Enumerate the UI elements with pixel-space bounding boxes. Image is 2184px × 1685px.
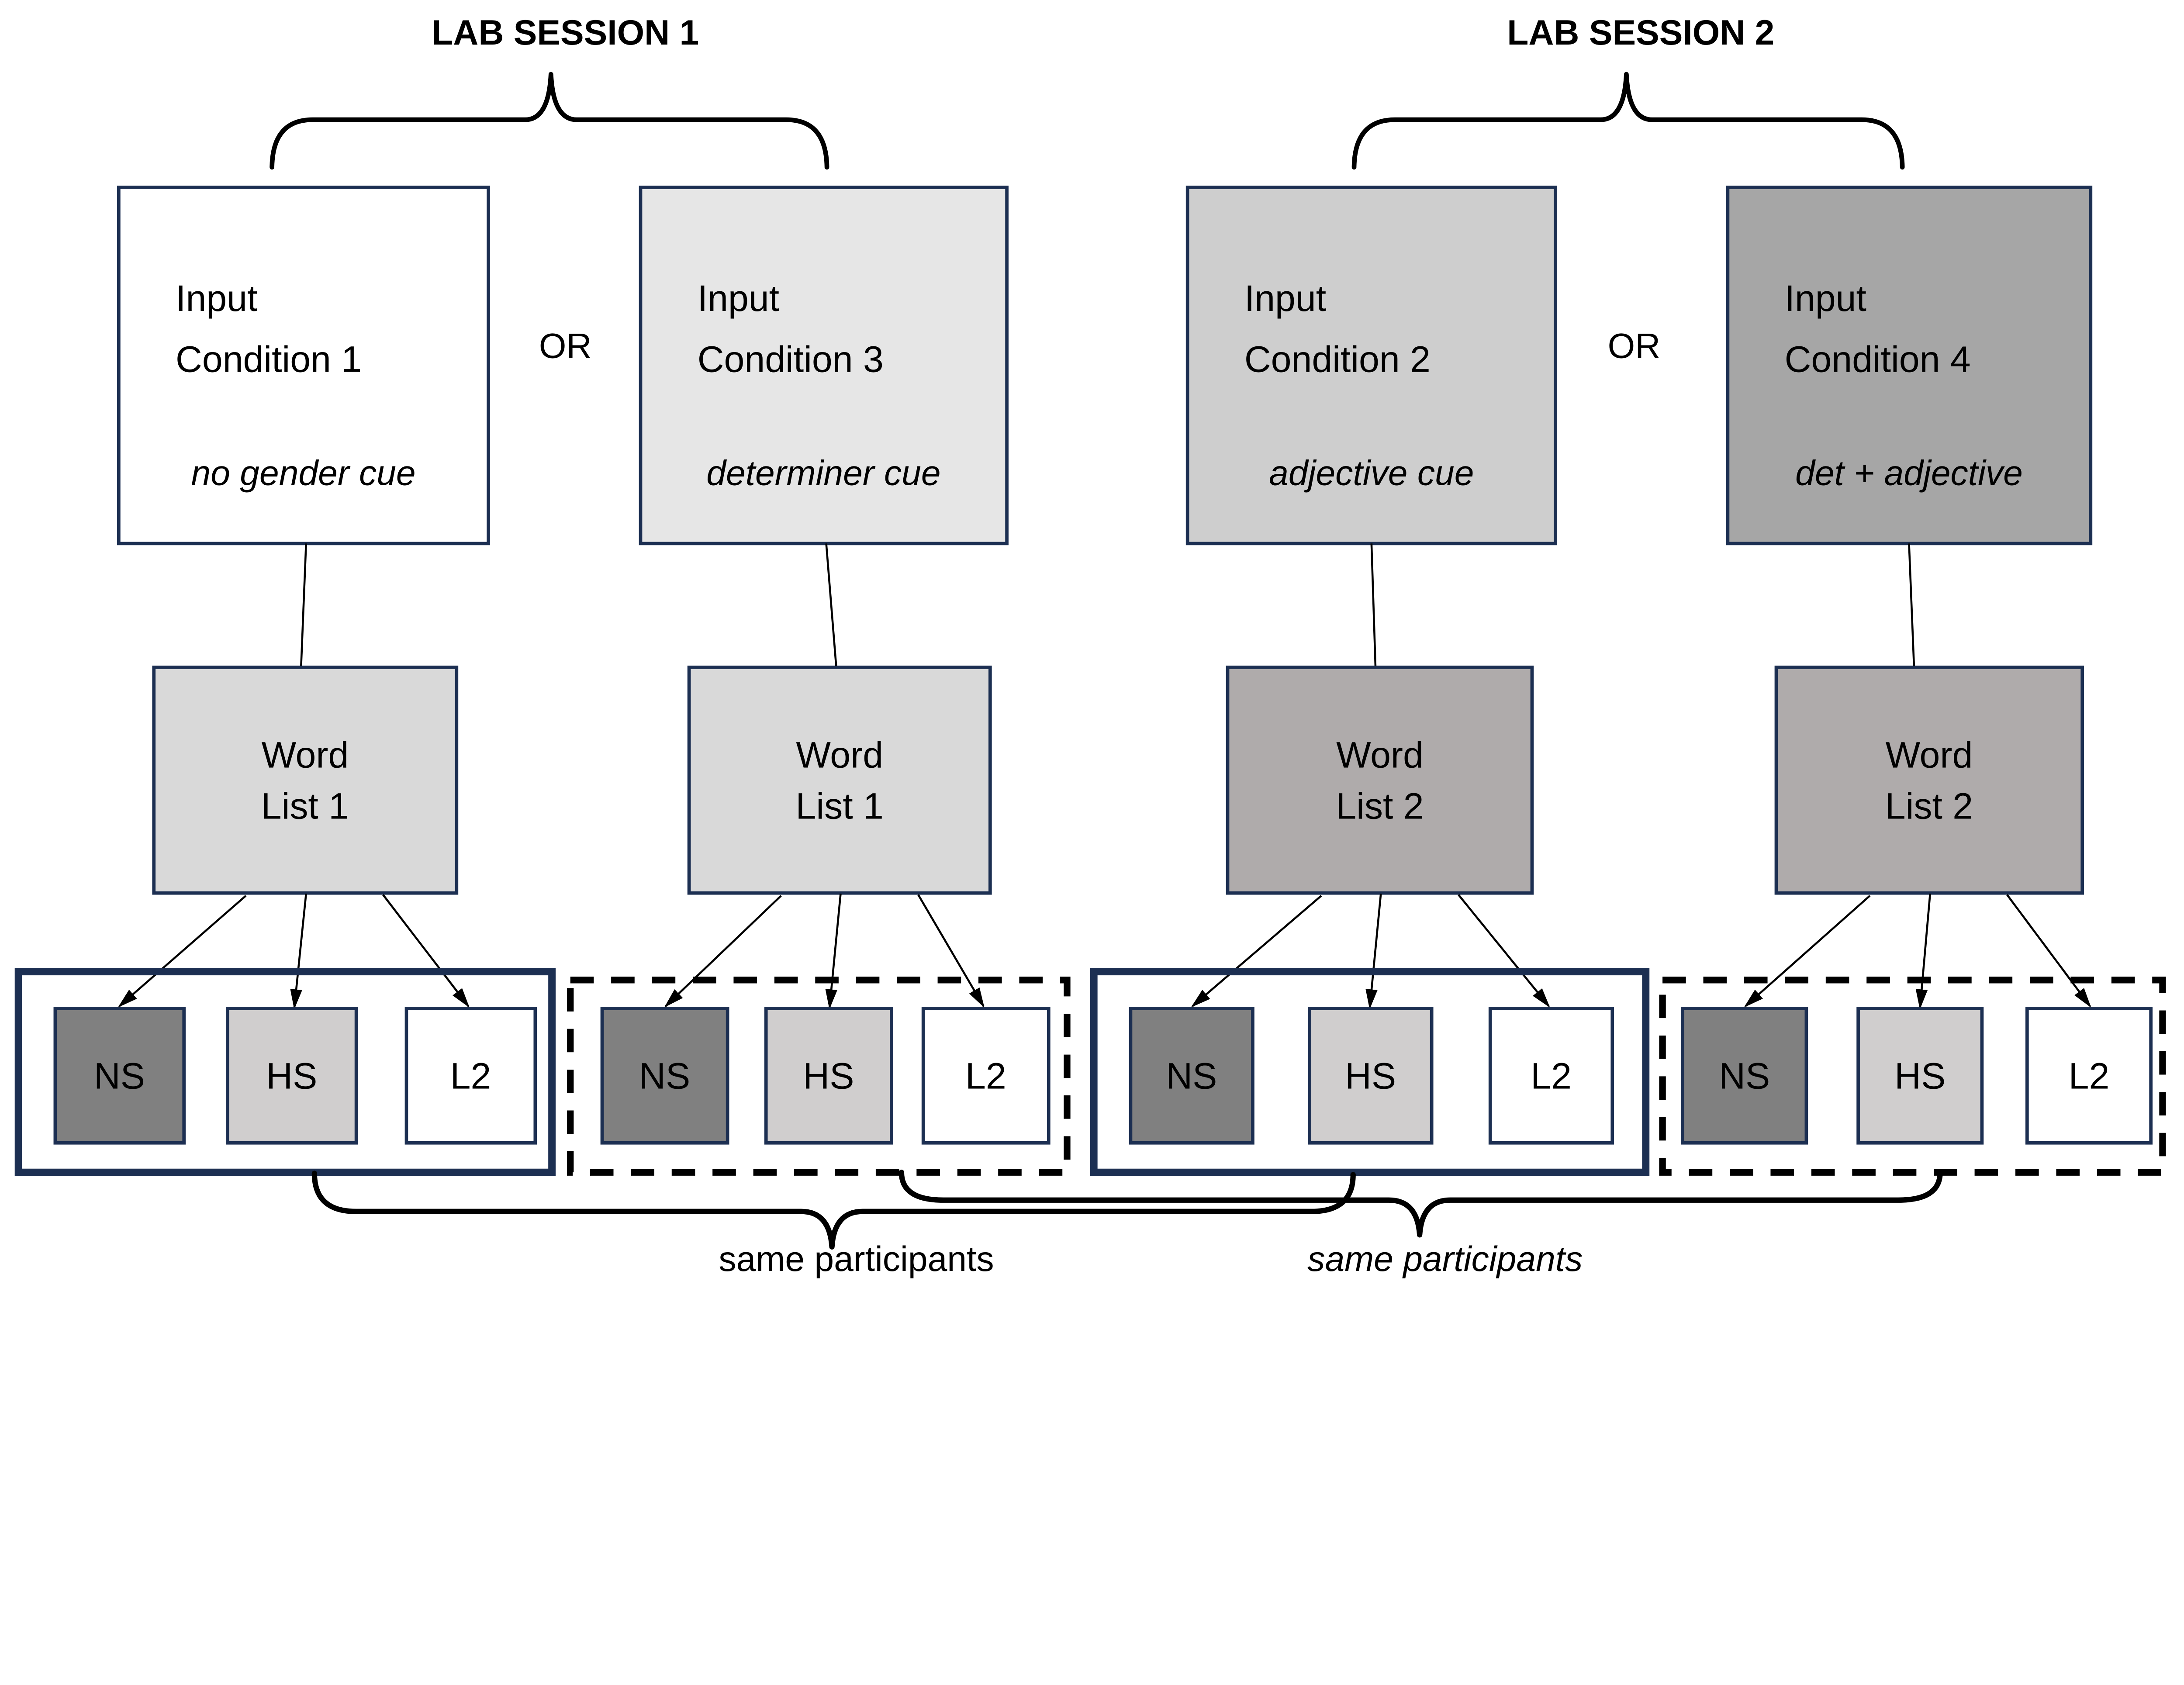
l2-label-group4: L2 [2069,1056,2110,1097]
ns-label-group1: NS [94,1056,145,1097]
arrow-wordlist2a-hs [1365,894,1382,1010]
word-list-1b-arrows [664,894,985,1010]
arrow-wordlist2b-hs [1915,894,1932,1010]
arrow-wordlist1b-hs [825,894,842,1010]
word-list-2a-label-line1: Word [1336,735,1424,776]
l2-label-group1: L2 [450,1056,491,1097]
experiment-design-diagram: LAB SESSION 1 LAB SESSION 2 Input Condit… [14,13,2166,1279]
hs-box-group2 [764,1007,893,1145]
l2-box-group1 [404,1007,537,1145]
participant-group-4-dashed [1659,977,2166,1176]
input-condition-3-box [639,186,1009,546]
same-participants-bracket-solid-groups [311,1171,1356,1250]
arrow-wordlist2a-ns [1191,895,1322,1008]
input-condition-1-cue: no gender cue [191,453,416,493]
participant-group-1-solid [14,968,556,1176]
or-separator-2: OR [1608,326,1661,366]
input-condition-2-label-line2: Condition 2 [1244,339,1431,380]
input-condition-1-box [117,186,490,546]
word-list-1b-label-line2: List 1 [796,786,884,827]
arrow-wordlist1b-l2 [917,894,985,1008]
ns-box-group4 [1681,1007,1808,1145]
hs-label-group2: HS [803,1056,854,1097]
word-list-1a-arrows [117,894,470,1010]
lab-session-1-title: LAB SESSION 1 [432,13,699,52]
arrow-wordlist2b-ns [1744,895,1871,1008]
input-condition-1-label-line1: Input [176,278,257,319]
connector-condition3-wordlist1b [825,543,837,667]
word-list-2b-label-line1: Word [1886,735,1973,776]
input-condition-2-box [1185,186,1557,546]
connector-condition2-wordlist2a [1370,543,1377,667]
arrow-wordlist2a-l2 [1458,894,1550,1008]
word-list-1a-label-line1: Word [262,735,349,776]
ns-label-group3: NS [1166,1056,1217,1097]
hs-box-group1 [225,1007,358,1145]
input-condition-1-label-line2: Condition 1 [176,339,362,380]
input-condition-4-cue: det + adjective [1795,453,2023,493]
ns-label-group2: NS [639,1056,690,1097]
word-list-2a-arrows [1191,894,1550,1010]
arrow-wordlist1a-l2 [382,894,470,1008]
l2-label-group2: L2 [965,1056,1006,1097]
hs-box-group4 [1856,1007,1984,1145]
word-list-2b-label-line2: List 2 [1885,786,1973,827]
ns-box-group1 [53,1007,186,1145]
input-condition-3-label-line1: Input [698,278,779,319]
input-condition-3-cue: determiner cue [706,453,940,493]
same-participants-bracket-dashed-groups [898,1170,1943,1238]
word-list-2b-arrows [1744,894,2091,1010]
same-participants-label-2: same participants [1307,1240,1583,1279]
hs-label-group4: HS [1894,1056,1946,1097]
l2-box-group2 [921,1007,1051,1145]
connector-condition4-wordlist2b [1908,543,1915,667]
l2-label-group3: L2 [1531,1056,1572,1097]
word-list-2b-box [1774,665,2084,895]
ns-box-group3 [1129,1007,1254,1145]
word-list-2a-label-line2: List 2 [1336,786,1424,827]
l2-box-group3 [1488,1007,1614,1145]
hs-label-group1: HS [266,1056,317,1097]
hs-box-group3 [1308,1007,1434,1145]
word-list-2a-box [1226,665,1534,895]
word-list-1a-box [152,665,459,895]
l2-box-group4 [2025,1007,2153,1145]
lab-session-2-title: LAB SESSION 2 [1507,13,1774,52]
input-condition-4-label-line2: Condition 4 [1785,339,1971,380]
input-condition-4-box [1726,186,2093,546]
ns-box-group2 [600,1007,729,1145]
arrow-wordlist2b-l2 [2006,894,2091,1008]
input-condition-2-label-line1: Input [1244,278,1326,319]
participant-group-2-dashed [567,977,1071,1176]
or-separator-1: OR [539,326,592,366]
lab-session-1-brace [270,72,829,170]
ns-label-group4: NS [1719,1056,1770,1097]
input-condition-3-label-line2: Condition 3 [698,339,884,380]
word-list-1a-label-line2: List 1 [261,786,349,827]
arrow-wordlist1a-ns [117,895,247,1008]
arrow-wordlist1b-ns [664,895,782,1008]
same-participants-label-1: same participants [719,1240,994,1279]
connector-condition1-wordlist1a [300,543,308,667]
hs-label-group3: HS [1345,1056,1396,1097]
word-list-1b-box [687,665,992,895]
input-condition-4-label-line1: Input [1785,278,1866,319]
input-condition-2-cue: adjective cue [1269,453,1474,493]
arrow-wordlist1a-hs [290,894,308,1010]
lab-session-2-brace [1351,72,1905,170]
word-list-1b-label-line1: Word [796,735,883,776]
participant-group-3-solid [1090,968,1650,1176]
